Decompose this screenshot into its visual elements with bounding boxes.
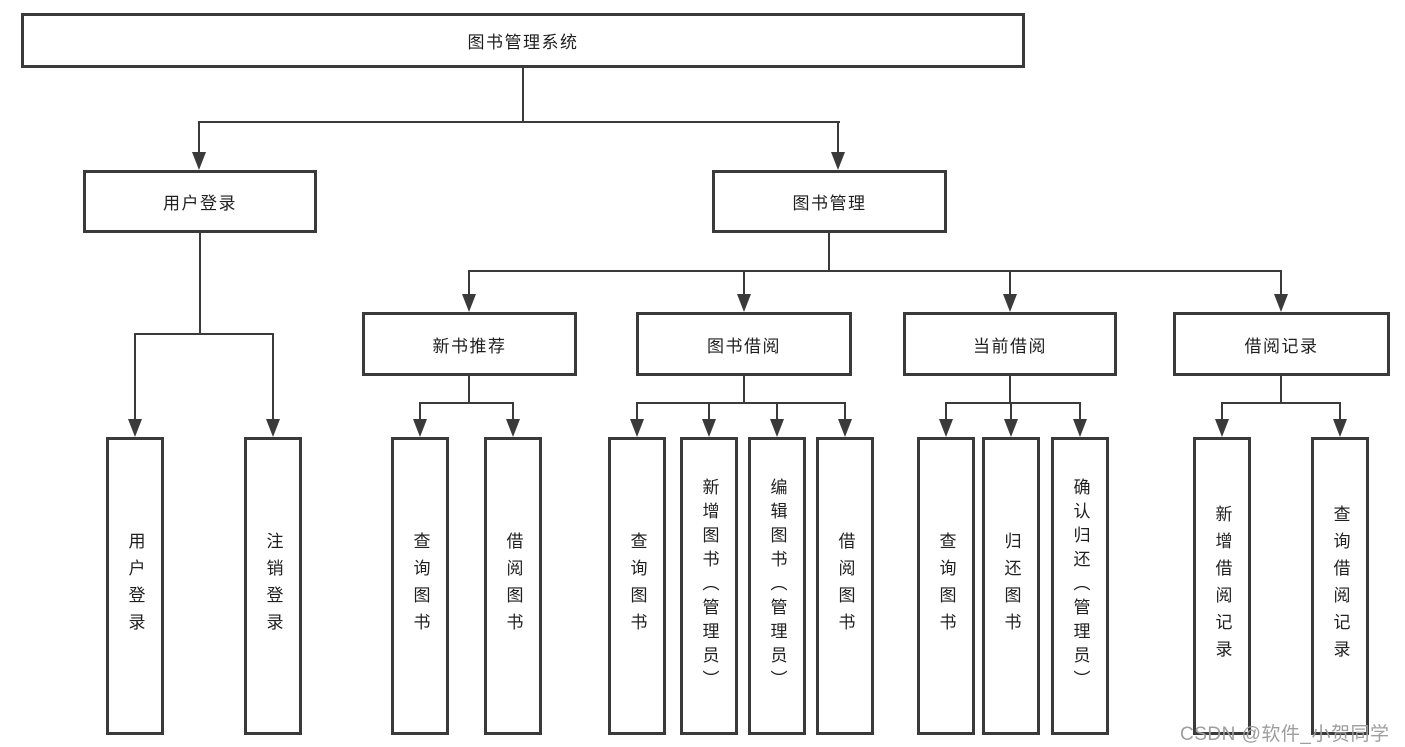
leaf-return-book-label: 归还图书: [1001, 532, 1021, 640]
node-library-system: 图书管理系统: [21, 13, 1025, 68]
connector-vline: [1079, 402, 1081, 420]
leaf-confirm-return-admin: 确认归还（管理员）: [1051, 437, 1109, 735]
connector-vline: [272, 333, 274, 420]
node-book-management: 图书管理: [712, 170, 947, 233]
leaf-query-books-3: 查询图书: [917, 437, 975, 735]
connector-vline: [743, 376, 745, 403]
node-borrowing-records: 借阅记录: [1173, 312, 1390, 376]
node-new-book-recommend-label: 新书推荐: [432, 336, 507, 356]
leaf-add-book-admin-label: 新增图书（管理员）: [699, 478, 719, 694]
arrow-down-icon: [1004, 419, 1018, 437]
leaf-edit-book-admin-label: 编辑图书（管理员）: [767, 478, 787, 694]
leaf-user-login-label: 用户登录: [125, 532, 145, 640]
arrow-down-icon: [1274, 294, 1288, 312]
node-library-system-label: 图书管理系统: [467, 33, 579, 52]
connector-vline: [198, 121, 200, 153]
connector-vline: [1009, 376, 1011, 403]
connector-vline: [1339, 402, 1341, 420]
arrow-down-icon: [128, 419, 142, 437]
leaf-logout-label: 注销登录: [263, 532, 283, 640]
leaf-query-books-3-label: 查询图书: [936, 532, 956, 640]
connector-vline: [1010, 402, 1012, 420]
node-current-borrowing-label: 当前借阅: [973, 336, 1047, 356]
node-new-book-recommend: 新书推荐: [362, 312, 577, 376]
connector-hline: [1221, 402, 1341, 404]
node-book-borrowing: 图书借阅: [636, 312, 852, 376]
leaf-add-book-admin: 新增图书（管理员）: [680, 437, 738, 735]
arrow-down-icon: [630, 419, 644, 437]
csdn-watermark: CSDN @软件_小贺同学: [1180, 724, 1390, 745]
node-book-management-label: 图书管理: [792, 194, 867, 213]
leaf-query-books-2: 查询图书: [608, 437, 666, 735]
leaf-add-borrow-record: 新增借阅记录: [1193, 437, 1251, 735]
connector-vline: [134, 333, 136, 420]
connector-vline: [1221, 402, 1223, 420]
connector-hline: [198, 121, 840, 123]
arrow-down-icon: [1333, 419, 1347, 437]
connector-hline: [636, 402, 846, 404]
leaf-borrow-books-2-label: 借阅图书: [835, 532, 855, 640]
connector-hline: [419, 402, 514, 404]
connector-vline: [199, 233, 201, 334]
leaf-query-borrow-record: 查询借阅记录: [1311, 437, 1369, 735]
connector-vline: [743, 270, 745, 295]
node-user-login: 用户登录: [83, 170, 317, 233]
connector-vline: [1280, 376, 1282, 403]
connector-vline: [512, 402, 514, 420]
leaf-borrow-books-1: 借阅图书: [484, 437, 542, 735]
connector-vline: [844, 402, 846, 420]
node-borrowing-records-label: 借阅记录: [1244, 336, 1319, 356]
leaf-add-borrow-record-label: 新增借阅记录: [1212, 505, 1232, 667]
connector-vline: [828, 233, 830, 272]
leaf-logout: 注销登录: [244, 437, 302, 735]
arrow-down-icon: [506, 419, 520, 437]
connector-vline: [708, 402, 710, 420]
leaf-borrow-books-1-label: 借阅图书: [503, 532, 523, 640]
node-user-login-label: 用户登录: [163, 194, 237, 213]
arrow-down-icon: [737, 294, 751, 312]
connector-hline: [134, 333, 274, 335]
arrow-down-icon: [702, 419, 716, 437]
leaf-user-login: 用户登录: [106, 437, 164, 735]
arrow-down-icon: [838, 419, 852, 437]
arrow-down-icon: [770, 419, 784, 437]
arrow-down-icon: [462, 294, 476, 312]
leaf-query-books-1: 查询图书: [391, 437, 449, 735]
arrow-down-icon: [413, 419, 427, 437]
arrow-down-icon: [939, 419, 953, 437]
connector-vline: [468, 270, 470, 295]
leaf-return-book: 归还图书: [982, 437, 1040, 735]
connector-vline: [419, 402, 421, 420]
connector-vline: [776, 402, 778, 420]
node-book-borrowing-label: 图书借阅: [707, 336, 781, 356]
connector-hline: [468, 270, 1282, 272]
arrow-down-icon: [1215, 419, 1229, 437]
leaf-edit-book-admin: 编辑图书（管理员）: [748, 437, 806, 735]
connector-vline: [636, 402, 638, 420]
connector-vline: [1009, 270, 1011, 295]
connector-vline: [837, 121, 839, 153]
connector-vline: [468, 376, 470, 403]
node-current-borrowing: 当前借阅: [903, 312, 1117, 376]
connector-vline: [945, 402, 947, 420]
arrow-down-icon: [266, 419, 280, 437]
connector-vline: [1280, 270, 1282, 295]
arrow-down-icon: [192, 152, 206, 170]
arrow-down-icon: [831, 152, 845, 170]
leaf-borrow-books-2: 借阅图书: [816, 437, 874, 735]
arrow-down-icon: [1073, 419, 1087, 437]
leaf-query-borrow-record-label: 查询借阅记录: [1330, 505, 1350, 667]
arrow-down-icon: [1003, 294, 1017, 312]
connector-hline: [945, 402, 1081, 404]
leaf-confirm-return-admin-label: 确认归还（管理员）: [1070, 478, 1090, 694]
leaf-query-books-1-label: 查询图书: [410, 532, 430, 640]
connector-vline: [522, 68, 524, 122]
leaf-query-books-2-label: 查询图书: [627, 532, 647, 640]
